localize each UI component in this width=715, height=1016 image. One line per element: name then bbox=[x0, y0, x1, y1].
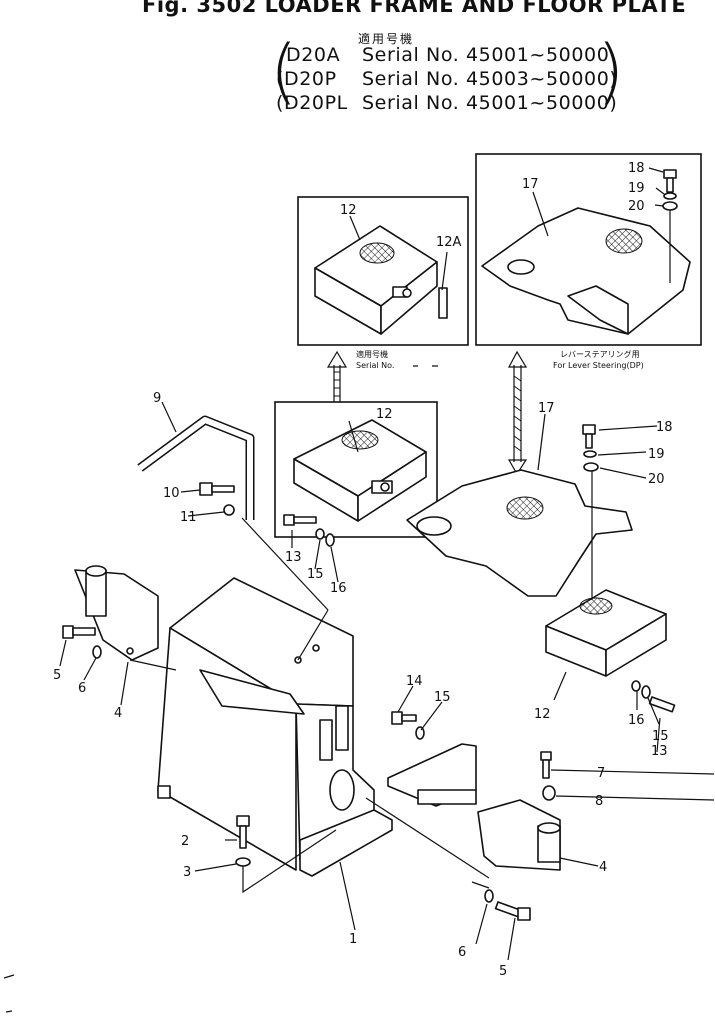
serial-range: Serial No. 45001~50000) bbox=[362, 92, 618, 114]
callout-3: 3 bbox=[183, 865, 191, 880]
callout-18: 18 bbox=[656, 420, 673, 435]
box-cover-group bbox=[274, 401, 438, 538]
callout-12: 12 bbox=[534, 707, 551, 722]
callout-12: 12 bbox=[340, 203, 357, 218]
callout-6: 6 bbox=[458, 945, 466, 960]
bolt-14 bbox=[391, 711, 425, 740]
callout-12: 12 bbox=[376, 407, 393, 422]
scan-mark bbox=[3, 974, 15, 1013]
bolt-7 bbox=[540, 751, 552, 779]
callout-19: 19 bbox=[628, 181, 645, 196]
frame-side-bracket bbox=[387, 743, 477, 807]
serial-range: Serial No. 45001~50000 bbox=[362, 44, 610, 66]
inset-caption-en: Serial No. bbox=[356, 361, 394, 370]
bolt-18-main bbox=[582, 424, 599, 590]
inset-box-serial bbox=[297, 196, 469, 346]
inset-caption-jp: レバーステアリング用 bbox=[560, 349, 640, 359]
bracket-4-right bbox=[477, 799, 561, 871]
washer-3 bbox=[235, 857, 251, 867]
bolt-5-lower bbox=[484, 889, 531, 921]
left-bracket: ( bbox=[270, 30, 298, 112]
callout-labels: 18 19 20 17 12 12A 9 12 17 18 19 20 10 1… bbox=[53, 161, 673, 979]
cover-12-right bbox=[545, 589, 667, 677]
callout-18: 18 bbox=[628, 161, 645, 176]
callout-5: 5 bbox=[499, 964, 507, 979]
callout-12a: 12A bbox=[436, 235, 462, 250]
callout-6: 6 bbox=[78, 681, 86, 696]
bolt-2 bbox=[236, 815, 250, 849]
callout-20: 20 bbox=[648, 472, 665, 487]
handrail-9 bbox=[137, 415, 255, 520]
callout-10: 10 bbox=[163, 486, 180, 501]
callout-17: 17 bbox=[522, 177, 539, 192]
callout-15: 15 bbox=[652, 729, 669, 744]
inset-box-lever-steering bbox=[475, 153, 702, 346]
loader-frame bbox=[157, 577, 393, 877]
figure-title: Fig. 3502 LOADER FRAME AND FLOOR PLATE bbox=[142, 0, 687, 17]
bracket-4-left bbox=[74, 565, 159, 661]
model-code: (D20P bbox=[276, 68, 337, 90]
model-code: (D20PL bbox=[276, 92, 348, 114]
model-code: D20A bbox=[286, 44, 341, 66]
callout-16: 16 bbox=[628, 713, 645, 728]
callout-15: 15 bbox=[434, 690, 451, 705]
callout-13: 13 bbox=[651, 744, 668, 759]
callout-5: 5 bbox=[53, 668, 61, 683]
callout-13: 13 bbox=[285, 550, 302, 565]
arrow-double-floor bbox=[507, 350, 528, 476]
leader-lines bbox=[59, 167, 715, 961]
serial-range: Serial No. 45003~50000) bbox=[362, 68, 618, 90]
callout-4: 4 bbox=[114, 706, 122, 721]
callout-19: 19 bbox=[648, 447, 665, 462]
bolt-13-upper bbox=[283, 514, 335, 547]
callout-16: 16 bbox=[330, 581, 347, 596]
callout-1: 1 bbox=[349, 932, 357, 947]
bolt-5-upper bbox=[62, 625, 102, 659]
cover-12 bbox=[293, 419, 427, 522]
washer-11 bbox=[223, 504, 235, 516]
callout-11: 11 bbox=[180, 510, 197, 525]
floor-plate-17-inset bbox=[481, 169, 691, 335]
washer-8 bbox=[542, 785, 556, 801]
callout-8: 8 bbox=[595, 794, 603, 809]
callout-17: 17 bbox=[538, 401, 555, 416]
callout-2: 2 bbox=[181, 834, 189, 849]
applicability-label: 適用号機 bbox=[358, 32, 415, 46]
right-bracket: ) bbox=[597, 30, 625, 112]
callout-14: 14 bbox=[406, 674, 423, 689]
arrow-to-inset-left bbox=[326, 350, 348, 402]
bolt-13-lower bbox=[631, 680, 676, 713]
inset-caption-jp: 適用号機 bbox=[356, 349, 388, 359]
callout-15: 15 bbox=[307, 567, 324, 582]
callout-7: 7 bbox=[597, 766, 605, 781]
callout-9: 9 bbox=[153, 391, 161, 406]
callout-4: 4 bbox=[599, 860, 607, 875]
bolt-10 bbox=[199, 482, 235, 496]
callout-20: 20 bbox=[628, 199, 645, 214]
inset-caption-en: For Lever Steering(DP) bbox=[553, 361, 644, 370]
cover-12-inset bbox=[314, 225, 448, 335]
floor-plate-17 bbox=[406, 469, 633, 597]
